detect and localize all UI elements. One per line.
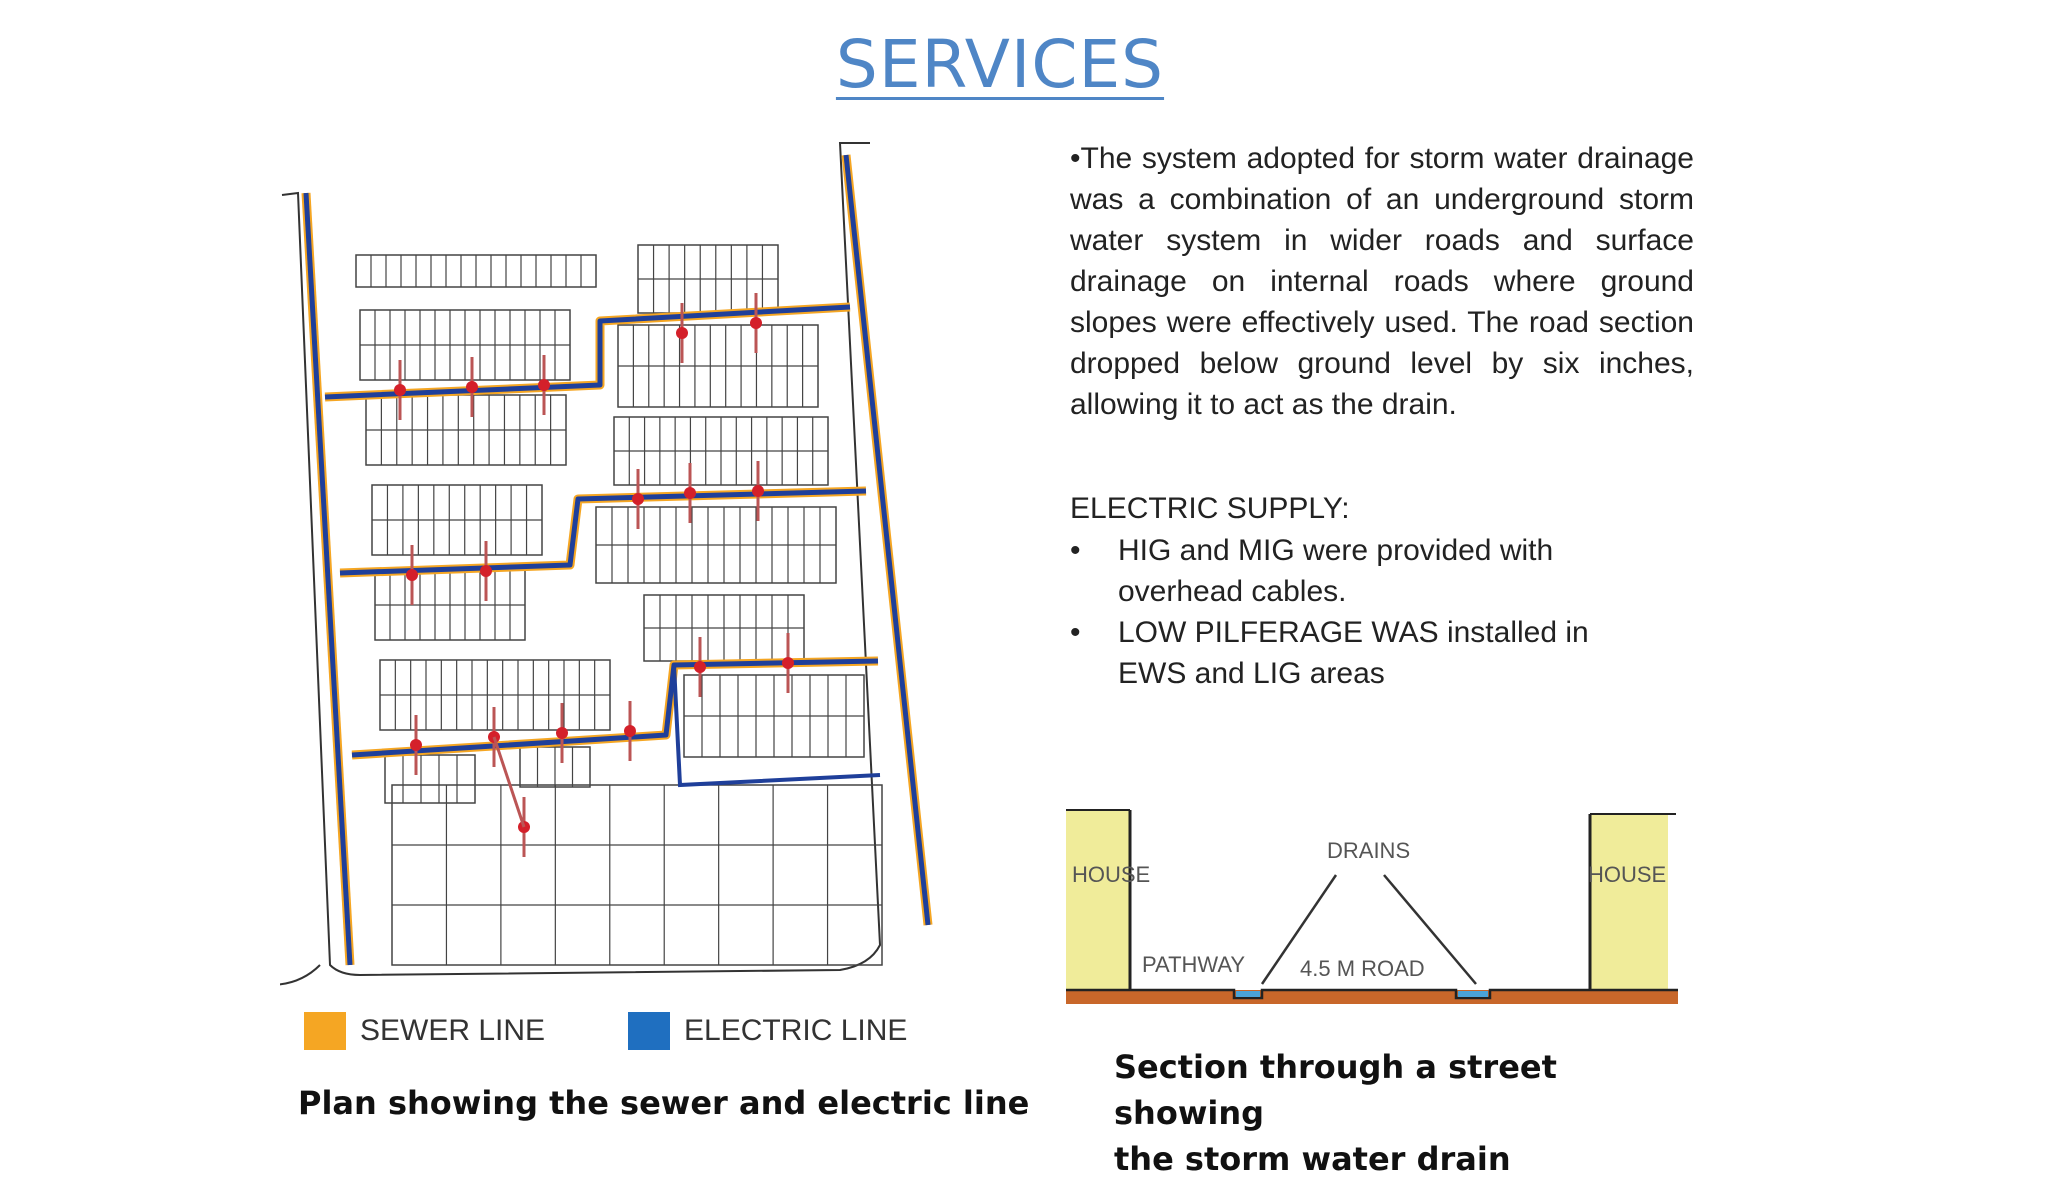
house-left-block	[1066, 810, 1130, 990]
legend-electric-label: ELECTRIC LINE	[684, 1014, 908, 1047]
electric-swatch	[628, 1012, 670, 1050]
drain-left	[1236, 991, 1260, 997]
junction-node	[752, 485, 764, 497]
junction-node	[410, 739, 422, 751]
list-item: • HIG and MIG were provided with overhead…	[1070, 530, 1630, 612]
drain-right	[1458, 991, 1488, 997]
drains-label: DRAINS	[1327, 838, 1410, 863]
house-left-label: HOUSE	[1072, 862, 1150, 887]
legend-electric: ELECTRIC LINE	[628, 1012, 907, 1050]
street-section-diagram: HOUSE HOUSE DRAINS PATHWAY 4.5 M ROAD	[1066, 809, 1678, 1004]
junction-node	[750, 317, 762, 329]
drain-pointer-right	[1383, 874, 1477, 985]
road-3-electric	[351, 658, 879, 758]
section-caption: Section through a street showing the sto…	[1114, 1044, 1634, 1182]
slide-title: SERVICES	[835, 26, 1165, 103]
bullet-text: LOW PILFERAGE WAS installed in EWS and L…	[1118, 616, 1589, 690]
junction-node	[684, 487, 696, 499]
house-right-label: HOUSE	[1588, 862, 1666, 887]
electric-supply-heading: ELECTRIC SUPPLY:	[1070, 492, 1350, 525]
junction-node	[676, 327, 688, 339]
housing-block	[384, 754, 476, 804]
pathway-label: PATHWAY	[1142, 952, 1245, 977]
electric-supply-list: • HIG and MIG were provided with overhead…	[1070, 530, 1630, 694]
junction-node	[632, 493, 644, 505]
junction-node	[538, 379, 550, 391]
section-caption-line-1: Section through a street showing	[1114, 1048, 1557, 1132]
road-4-electric	[672, 664, 881, 788]
plan-caption: Plan showing the sewer and electric line	[298, 1084, 1030, 1122]
section-caption-line-2: the storm water drain	[1114, 1140, 1511, 1178]
junction-node	[782, 657, 794, 669]
east-trunk-electric	[843, 154, 931, 926]
bullet-text: HIG and MIG were provided with overhead …	[1118, 534, 1554, 608]
legend-sewer: SEWER LINE	[304, 1012, 545, 1050]
road-label: 4.5 M ROAD	[1300, 956, 1425, 981]
storm-water-description: •The system adopted for storm water drai…	[1070, 142, 1694, 421]
site-boundary	[280, 964, 321, 986]
junction-node	[624, 725, 636, 737]
bullet-icon: •	[1070, 534, 1081, 567]
housing-block	[391, 784, 883, 966]
list-item: • LOW PILFERAGE WAS installed in EWS and …	[1070, 612, 1630, 694]
junction-node	[480, 565, 492, 577]
drain-pointer-left	[1260, 874, 1338, 985]
junction-node	[406, 569, 418, 581]
ground-strip	[1066, 990, 1678, 1004]
road-1-electric	[324, 304, 851, 400]
junction-node	[466, 381, 478, 393]
site-boundary	[281, 142, 882, 977]
legend-sewer-label: SEWER LINE	[360, 1014, 546, 1047]
junction-node	[694, 661, 706, 673]
sewer-electric-plan-diagram	[280, 142, 933, 986]
junction-node	[556, 727, 568, 739]
junction-node	[394, 384, 406, 396]
bullet-icon: •	[1070, 616, 1081, 649]
road-2-electric	[339, 488, 867, 576]
house-right-block	[1590, 814, 1668, 990]
branch-line	[492, 736, 526, 828]
west-trunk-electric	[303, 192, 353, 966]
sewer-swatch	[304, 1012, 346, 1050]
